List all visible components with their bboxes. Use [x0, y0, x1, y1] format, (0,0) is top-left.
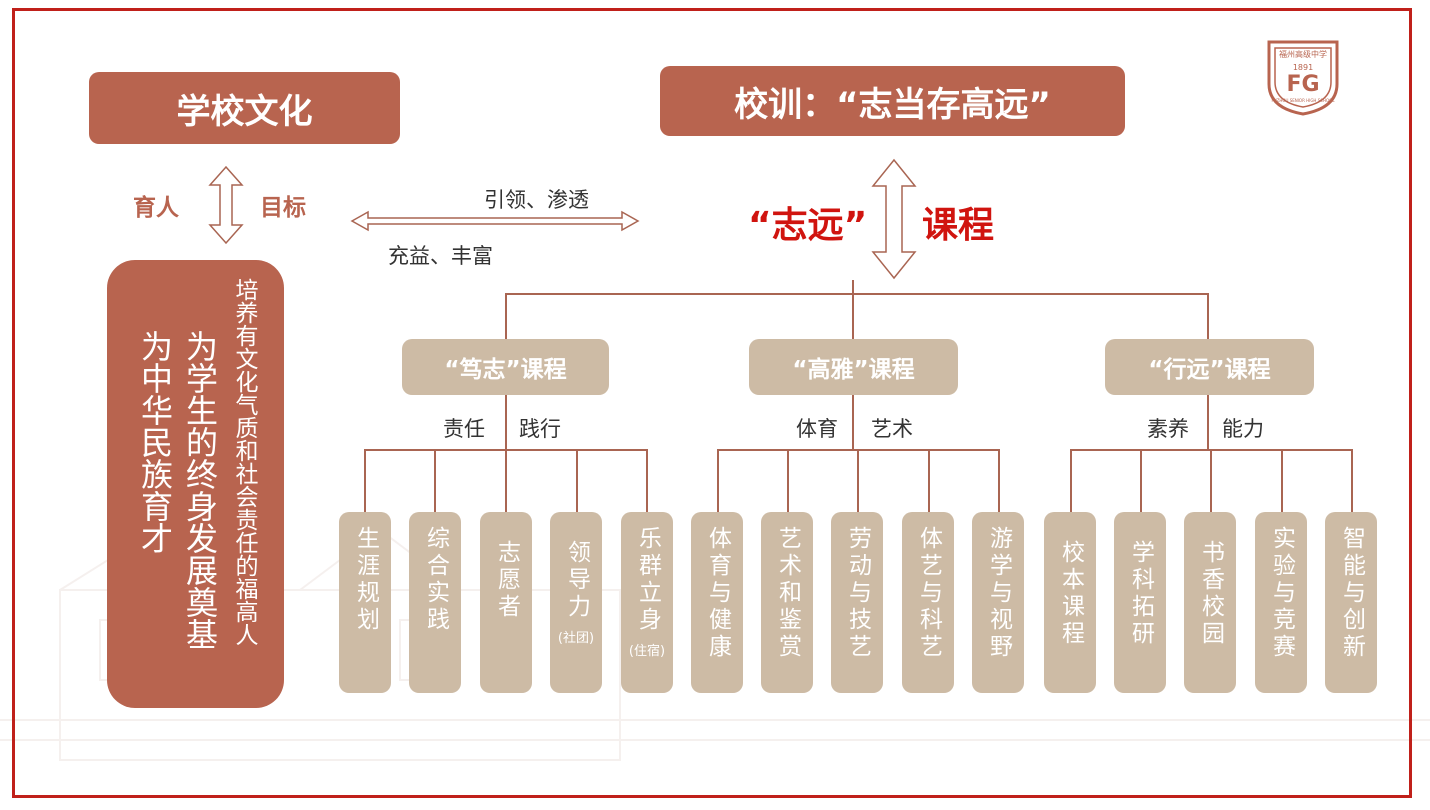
course-item-box: 智能与创新 — [1325, 512, 1377, 693]
left-arrow-left-label: 育人 — [133, 195, 179, 221]
group-sub-2: 艺术 — [871, 417, 913, 441]
course-item-box: 学科拓研 — [1114, 512, 1166, 693]
course-item-box: 体育与健康 — [691, 512, 743, 693]
logo-letters: FG — [1286, 72, 1320, 97]
group-stem — [852, 395, 854, 450]
item-drop-line — [857, 449, 859, 512]
item-drop-line — [1281, 449, 1283, 512]
course-item-box: 乐群立身 (住宿) — [621, 512, 673, 693]
motto-box: 校训：“志当存高远” — [660, 66, 1125, 136]
course-item-box: 艺术和鉴赏 — [761, 512, 813, 693]
item-drop-line — [1070, 449, 1072, 512]
drop-line-2 — [852, 293, 854, 339]
drop-line-3 — [1207, 293, 1209, 339]
group-sub-2: 能力 — [1222, 417, 1264, 441]
group-stem — [505, 395, 507, 450]
left-arrow-right-label: 目标 — [260, 195, 306, 221]
item-drop-line — [576, 449, 578, 512]
goal-box: 为中华民族育才 为学生的终身发展奠基 — [107, 260, 284, 708]
course-item-box: 志愿者 — [480, 512, 532, 693]
course-item-label: 劳动与技艺 — [844, 526, 871, 661]
course-item-box: 实验与竞赛 — [1255, 512, 1307, 693]
course-item-box: 综合实践 — [409, 512, 461, 693]
group-title-box: “高雅”课程 — [749, 339, 958, 395]
logo-year: 1891 — [1292, 63, 1314, 72]
item-drop-line — [717, 449, 719, 512]
course-item-label: 志愿者 — [493, 540, 520, 621]
top-bar-line — [505, 293, 1209, 295]
group-sub-2: 践行 — [519, 417, 561, 441]
course-quote-label: “志远” — [748, 205, 868, 246]
group-title: “高雅”课程 — [792, 357, 915, 383]
course-item-box: 游学与视野 — [972, 512, 1024, 693]
course-item-box: 领导力 (社团) — [550, 512, 602, 693]
school-culture-box: 学校文化 — [89, 72, 400, 144]
course-item-label: 实验与竞赛 — [1268, 526, 1295, 661]
school-logo: 福州高级中学 1891 FG FUZHOU SENIOR HIGH SCHOOL — [1263, 36, 1343, 116]
group-sub-1: 素养 — [1147, 417, 1189, 441]
left-double-arrow — [208, 165, 244, 245]
group-title-box: “笃志”课程 — [402, 339, 609, 395]
item-drop-line — [505, 449, 507, 512]
item-drop-line — [928, 449, 930, 512]
course-item-note: (住宿) — [628, 644, 666, 659]
group-sub-1: 责任 — [443, 417, 485, 441]
course-item-label: 智能与创新 — [1338, 526, 1365, 661]
course-item-box: 书香校园 — [1184, 512, 1236, 693]
trunk-line — [852, 280, 854, 294]
goal-col-2: 为学生的终身发展奠基 — [181, 330, 219, 650]
group-sub-1: 体育 — [796, 417, 838, 441]
course-item-label: 综合实践 — [422, 526, 449, 634]
course-item-label: 生涯规划 — [352, 526, 379, 634]
course-item-label: 艺术和鉴赏 — [774, 526, 801, 661]
group-title: “笃志”课程 — [444, 357, 567, 383]
mid-arrow-top-label: 引领、渗透 — [484, 188, 589, 212]
course-item-box: 体艺与科艺 — [902, 512, 954, 693]
item-drop-line — [1210, 449, 1212, 512]
group-stem — [1207, 395, 1209, 450]
course-item-label: 体育与健康 — [704, 526, 731, 661]
course-item-label: 乐群立身 — [634, 526, 661, 634]
course-item-label: 体艺与科艺 — [915, 526, 942, 661]
middle-double-arrow — [350, 210, 640, 232]
mid-arrow-bottom-label: 充益、丰富 — [388, 244, 493, 268]
group-title-box: “行远”课程 — [1105, 339, 1314, 395]
item-drop-line — [434, 449, 436, 512]
goal-col-3: 培养有文化气质和社会责任的福高人 — [231, 278, 257, 646]
course-item-box: 校本课程 — [1044, 512, 1096, 693]
logo-english: FUZHOU SENIOR HIGH SCHOOL — [1271, 98, 1335, 103]
goal-col-1: 为中华民族育才 — [136, 330, 174, 554]
course-item-label: 学科拓研 — [1127, 540, 1154, 648]
course-item-label: 领导力 — [563, 540, 590, 621]
logo-name: 福州高级中学 — [1279, 50, 1327, 59]
item-drop-line — [1351, 449, 1353, 512]
course-word-label: 课程 — [922, 205, 995, 246]
slide-frame — [12, 8, 1412, 798]
item-drop-line — [1140, 449, 1142, 512]
item-drop-line — [998, 449, 1000, 512]
course-item-label: 校本课程 — [1057, 540, 1084, 648]
drop-line-1 — [505, 293, 507, 339]
school-culture-label: 学校文化 — [176, 91, 313, 132]
course-item-label: 游学与视野 — [985, 526, 1012, 661]
course-item-box: 劳动与技艺 — [831, 512, 883, 693]
motto-label: 校训：“志当存高远” — [734, 84, 1051, 125]
course-item-note: (社团) — [557, 631, 595, 646]
item-drop-line — [646, 449, 648, 512]
group-title: “行远”课程 — [1148, 357, 1271, 383]
course-item-box: 生涯规划 — [339, 512, 391, 693]
item-drop-line — [364, 449, 366, 512]
item-drop-line — [787, 449, 789, 512]
course-item-label: 书香校园 — [1197, 540, 1224, 648]
course-double-arrow — [871, 158, 917, 280]
